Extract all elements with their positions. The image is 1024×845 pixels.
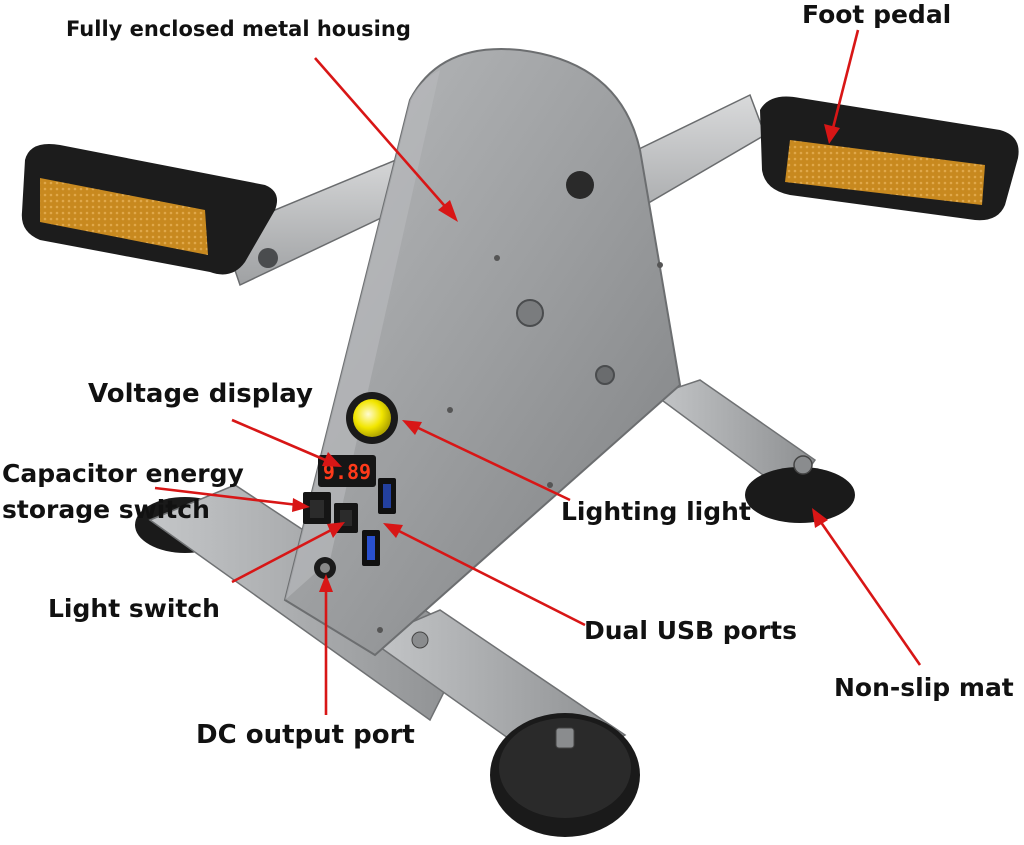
label-foot-pedal: Foot pedal	[802, 0, 952, 29]
arrow-light-switch	[231, 522, 345, 584]
arrow-foot-pedal	[824, 29, 860, 144]
label-dc-output: DC output port	[196, 720, 415, 750]
label-lighting-light: Lighting light	[561, 497, 751, 526]
label-capacitor-line1: Capacitor energy	[2, 459, 244, 488]
left-foot-pedal	[21, 144, 278, 275]
label-capacitor-switch: Capacitor energy storage switch	[2, 456, 244, 528]
label-voltage-display: Voltage display	[88, 379, 313, 409]
usb-port-2	[362, 530, 380, 566]
label-light-switch: Light switch	[48, 594, 220, 623]
arrow-capacitor-switch	[154, 486, 310, 512]
arrow-voltage-display	[231, 418, 342, 467]
label-dual-usb: Dual USB ports	[584, 616, 797, 645]
arrow-housing	[314, 57, 458, 222]
arrow-lighting-light	[402, 420, 571, 502]
usb-port-1	[378, 478, 396, 514]
arrow-dc-output	[319, 574, 333, 715]
capacitor-switch	[303, 492, 331, 524]
dc-output-port	[314, 557, 336, 579]
label-capacitor-line2: storage switch	[2, 495, 210, 524]
right-foot-pedal	[760, 96, 1019, 221]
arrow-non-slip-mat	[812, 508, 922, 666]
label-housing: Fully enclosed metal housing	[66, 17, 411, 41]
lighting-lamp	[346, 392, 398, 444]
metal-housing	[283, 48, 682, 657]
arrow-usb-ports	[383, 523, 586, 627]
label-non-slip-mat: Non-slip mat	[834, 673, 1014, 702]
rear-right-foot	[653, 379, 855, 523]
